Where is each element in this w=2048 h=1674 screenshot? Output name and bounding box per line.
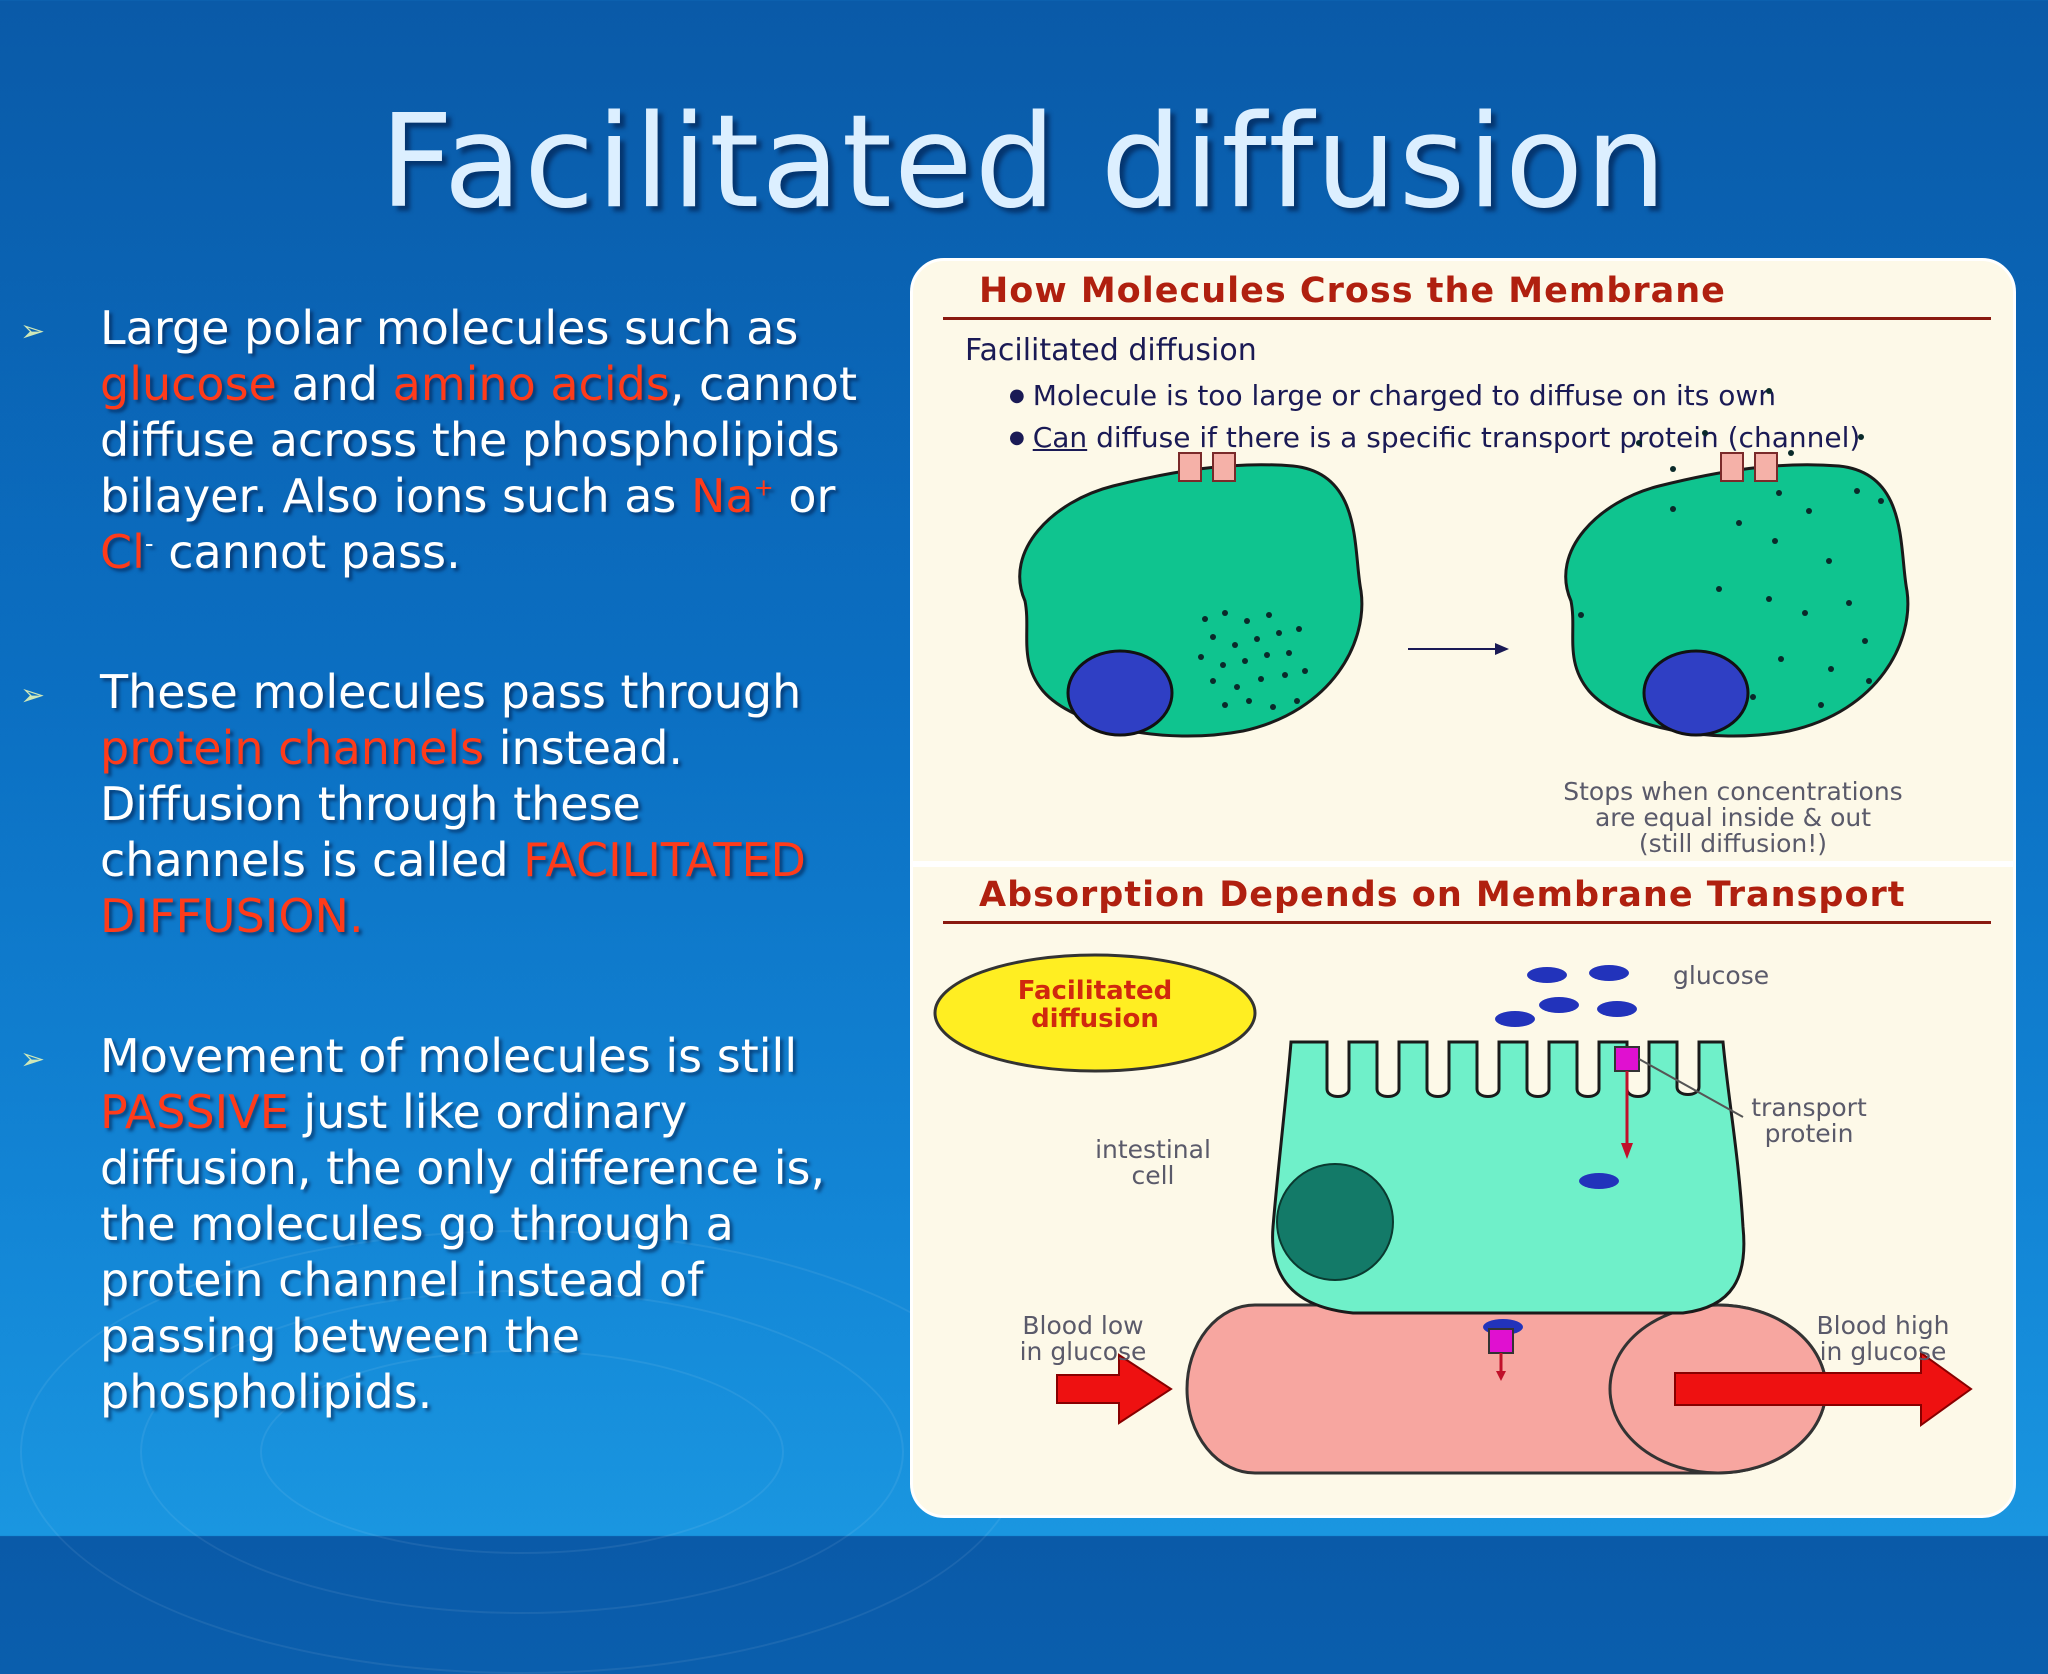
bullet-line: protein channels instead. (100, 720, 900, 776)
nucleus (1066, 649, 1174, 737)
point-emphasis: Can (1032, 421, 1088, 454)
arrow-bullet-icon: ➢ (20, 1042, 46, 1077)
bullet-line: Diffusion through these (100, 777, 641, 831)
bullet-line: channels is called FACILITATED (100, 832, 900, 888)
transport-path-head (1621, 1143, 1633, 1159)
transport-protein-label: transport protein (1719, 1095, 1899, 1147)
figure-point: ● Can diffuse if there is a specific tran… (1009, 421, 1860, 454)
bullet-line: glucose and amino acids, cannot (100, 356, 900, 412)
bullet-line: diffuse across the phospholipids (100, 413, 840, 467)
blood-flow-out-arrow-icon (1674, 1351, 1973, 1427)
figure-heading: Absorption Depends on Membrane Transport (979, 875, 1906, 915)
transport-path-head (1496, 1371, 1506, 1381)
channel-protein-left (1178, 452, 1202, 482)
ellipse-label-line: Facilitated (1017, 976, 1173, 1006)
blood-flow-in-arrow-icon (1056, 1353, 1173, 1425)
label-ellipse (933, 953, 1257, 1073)
heading-rule (943, 317, 1991, 320)
cell-diagram (1018, 388, 1910, 738)
point-text: diffuse if there is a specific transport… (1087, 421, 1861, 454)
label-line: Blood high (1816, 1311, 1950, 1340)
label-line: cell (1131, 1161, 1175, 1190)
bullet-dot-icon: ● (1009, 385, 1025, 406)
channel-protein-left (1720, 452, 1744, 482)
bullet-item: ➢ These molecules pass through protein c… (20, 664, 900, 944)
bullet-line: passing between the (100, 1309, 581, 1363)
bullet-line: the molecules go through a (100, 1197, 734, 1251)
ellipse-label: Facilitated diffusion (985, 977, 1205, 1033)
highlight-term: amino acids (392, 357, 670, 411)
figure-membrane-transport: Absorption Depends on Membrane Transport (910, 864, 2016, 1518)
blood-vessel (1185, 1303, 1828, 1475)
label-line: intestinal (1095, 1135, 1211, 1164)
figure-subheading: Facilitated diffusion (965, 333, 1257, 368)
superscript: - (144, 529, 154, 558)
label-line: transport (1751, 1093, 1867, 1122)
text-segment: just like ordinary (288, 1085, 688, 1139)
highlight-term: glucose (100, 357, 277, 411)
text-segment: instead. (484, 721, 684, 775)
process-arrow-head (1495, 643, 1509, 655)
caption-line: are equal inside & out (1594, 803, 1872, 832)
text-segment: bilayer. Also ions such as (100, 469, 692, 523)
figure-membrane-crossing: How Molecules Cross the Membrane Facilit… (910, 258, 2016, 864)
ellipse-label-line: diffusion (1031, 1004, 1159, 1034)
label-pointer (1638, 1058, 1744, 1118)
bullet-item: ➢ Large polar molecules such as glucose … (20, 300, 900, 580)
highlight-term: Na (691, 469, 754, 523)
figure-caption: Stops when concentrations are equal insi… (1473, 779, 1993, 857)
label-line: Blood low (1022, 1311, 1144, 1340)
transport-protein (1488, 1328, 1514, 1354)
highlight-term: DIFFUSION. (100, 889, 364, 943)
bullet-line: These molecules pass through (100, 665, 802, 719)
molecules-equalized (1578, 388, 1884, 708)
transport-protein (1614, 1046, 1640, 1072)
text-segment: channels is called (100, 833, 524, 887)
bullet-line: Cl- cannot pass. (100, 524, 900, 580)
blood-high-label: Blood high in glucose (1783, 1313, 1983, 1365)
channel-protein-right (1212, 452, 1236, 482)
arrow-bullet-icon: ➢ (20, 314, 46, 349)
label-line: in glucose (1819, 1337, 1947, 1366)
molecules-inside (1198, 610, 1308, 710)
arrow-bullet-icon: ➢ (20, 678, 46, 713)
text-segment: or (773, 469, 836, 523)
cell-after (1564, 463, 1910, 738)
intestinal-cell-label: intestinal cell (1063, 1137, 1243, 1189)
bullet-item: ➢ Movement of molecules is still PASSIVE… (20, 1028, 900, 1420)
text-segment: and (276, 357, 393, 411)
bullet-dot-icon: ● (1009, 427, 1025, 448)
blood-low-label: Blood low in glucose (983, 1313, 1183, 1365)
bullet-list: ➢ Large polar molecules such as glucose … (20, 300, 900, 1504)
point-text: Molecule is too large or charged to diff… (1032, 379, 1776, 412)
superscript: + (753, 473, 774, 502)
bullet-line: Movement of molecules is still (100, 1029, 798, 1083)
bullet-line: protein channel instead of (100, 1253, 704, 1307)
bullet-line: PASSIVE just like ordinary (100, 1084, 900, 1140)
highlight-term: Cl (100, 525, 145, 579)
caption-line: Stops when concentrations (1563, 777, 1903, 806)
text-segment: cannot pass. (153, 525, 461, 579)
text-segment: , cannot (669, 357, 857, 411)
figure-heading: How Molecules Cross the Membrane (979, 271, 1726, 311)
highlight-term: PASSIVE (100, 1085, 289, 1139)
figure-point: ● Molecule is too large or charged to dif… (1009, 379, 1776, 412)
slide-title: Facilitated diffusion (379, 88, 1669, 237)
bullet-line: phospholipids. (100, 1365, 433, 1419)
highlight-term: FACILITATED (523, 833, 806, 887)
bullet-line: Large polar molecules such as (100, 301, 799, 355)
highlight-term: protein channels (100, 721, 485, 775)
caption-line: (still diffusion!) (1638, 829, 1828, 858)
bullet-line: diffusion, the only difference is, (100, 1141, 826, 1195)
intestine-diagram (933, 953, 1973, 1475)
glucose-label: glucose (1673, 961, 1770, 990)
nucleus (1642, 649, 1750, 737)
heading-rule (943, 921, 1991, 924)
bullet-line: bilayer. Also ions such as Na+ or (100, 468, 900, 524)
nucleus (1276, 1163, 1394, 1281)
channel-protein-right (1754, 452, 1778, 482)
glucose-molecules (1483, 965, 1637, 1335)
label-line: protein (1764, 1119, 1854, 1148)
label-line: in glucose (1019, 1337, 1147, 1366)
